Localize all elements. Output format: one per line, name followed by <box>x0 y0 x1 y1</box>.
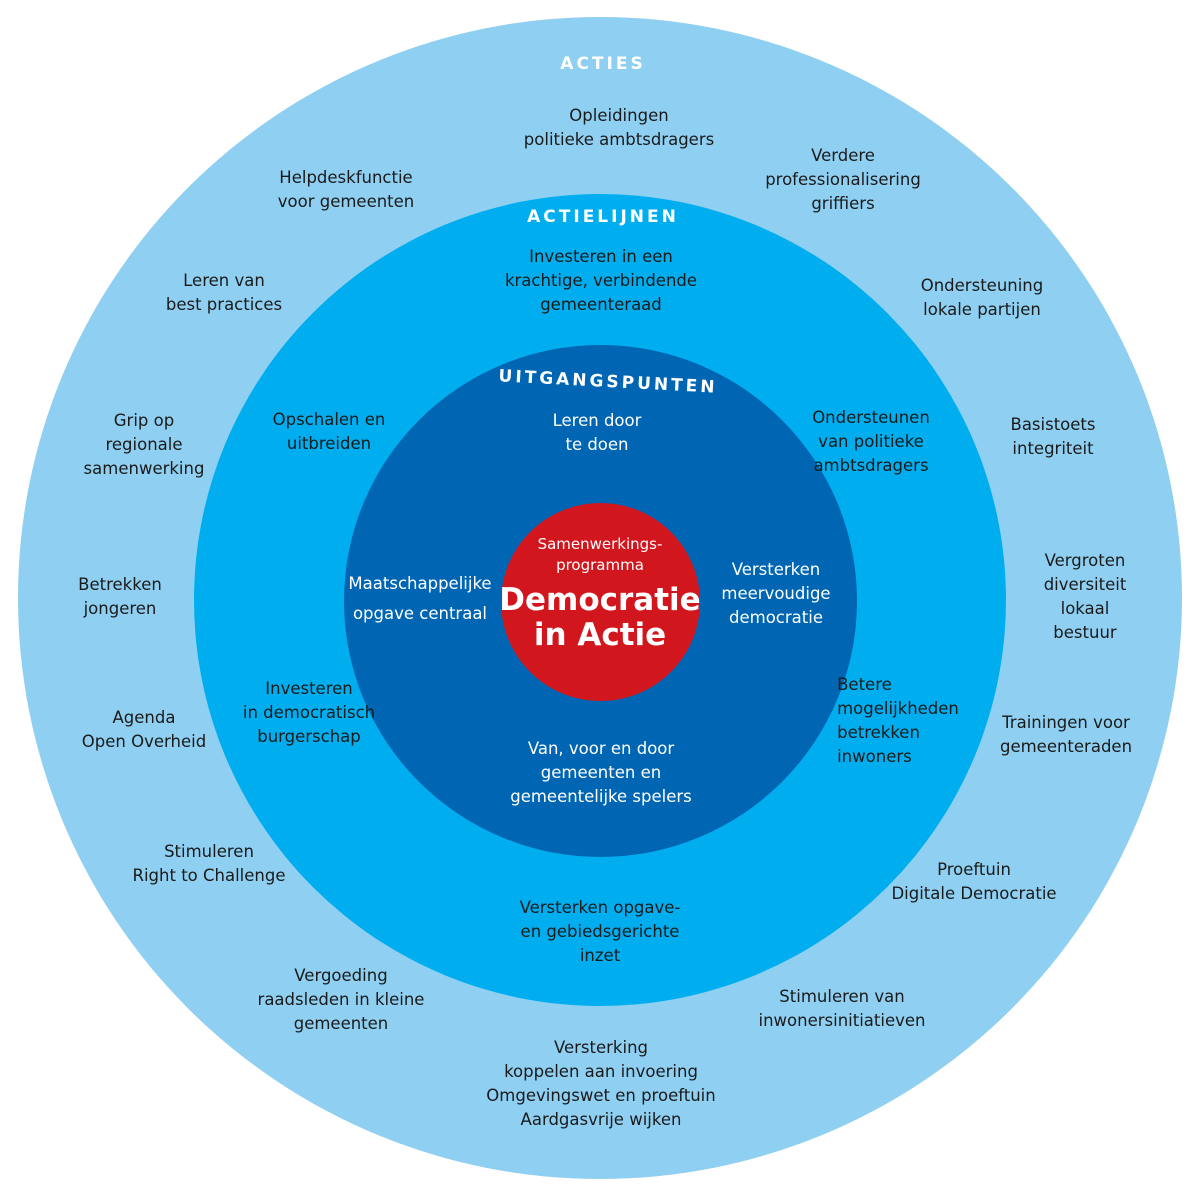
actielijn-politieke-ambtsdragers: Ondersteunen van politieke ambtsdragers <box>812 408 930 475</box>
uitgangspunt-leren-door-te-doen: Leren door te doen <box>552 411 642 454</box>
actielijn-opschalen-uitbreiden: Opschalen en uitbreiden <box>272 410 386 453</box>
actie-ondersteuning-lokale-partijen: Ondersteuning lokale partijen <box>920 276 1044 319</box>
actie-professionalisering-griffiers: Verdere professionalisering griffiers <box>765 146 921 213</box>
actie-right-to-challenge: Stimuleren Right to Challenge <box>132 842 286 885</box>
core-subtitle: Samenwerkings- programma <box>537 535 663 574</box>
actie-proeftuin-digitale-democratie: Proeftuin Digitale Democratie <box>891 860 1057 903</box>
actie-leren-best-practices: Leren van best practices <box>165 271 283 314</box>
core-circle <box>501 503 700 701</box>
actie-grip-regionale-samenwerking: Grip op regionale samenwerking <box>83 411 205 478</box>
acties-title: ACTIES <box>560 54 646 74</box>
actie-trainingen-gemeenteraden: Trainingen voor gemeenteraden <box>999 713 1133 756</box>
actie-opleidingen: Opleidingen politieke ambtsdragers <box>523 106 715 149</box>
actie-stimuleren-inwonersinitiatieven: Stimuleren van inwonersinitiatieven <box>758 987 926 1030</box>
actielijnen-title: ACTIELIJNEN <box>527 207 679 227</box>
actie-basistoets-integriteit: Basistoets integriteit <box>1010 415 1096 458</box>
actie-betrekken-jongeren: Betrekken jongeren <box>78 575 162 618</box>
actie-vergroten-diversiteit: Vergroten diversiteit lokaal bestuur <box>1043 551 1127 642</box>
actie-helpdeskfunctie: Helpdeskfunctie voor gemeenten <box>277 168 415 211</box>
actielijn-democratisch-burgerschap: Investeren in democratisch burgerschap <box>242 679 376 746</box>
uitgangspunt-maatschappelijke-opgave: Maatschappelijke opgave centraal <box>348 574 492 623</box>
actie-versterking-omgevingswet: Versterking koppelen aan invoering Omgev… <box>486 1038 716 1129</box>
actielijn-gemeenteraad: Investeren in een krachtige, verbindende… <box>504 247 698 314</box>
core-title: Democratie in Actie <box>499 582 701 653</box>
actie-open-overheid: Agenda Open Overheid <box>81 708 207 751</box>
actielijn-betrekken-inwoners: Betere mogelijkheden betrekken inwoners <box>837 675 959 766</box>
actielijn-gebiedsgerichte-inzet: Versterken opgave- en gebiedsgerichte in… <box>519 898 681 965</box>
uitgangspunt-van-voor-door: Van, voor en door gemeenten en gemeentel… <box>510 739 692 806</box>
uitgangspunt-meervoudige-democratie: Versterken meervoudige democratie <box>721 560 831 627</box>
actie-vergoeding-raadsleden: Vergoeding raadsleden in kleine gemeente… <box>257 966 425 1033</box>
